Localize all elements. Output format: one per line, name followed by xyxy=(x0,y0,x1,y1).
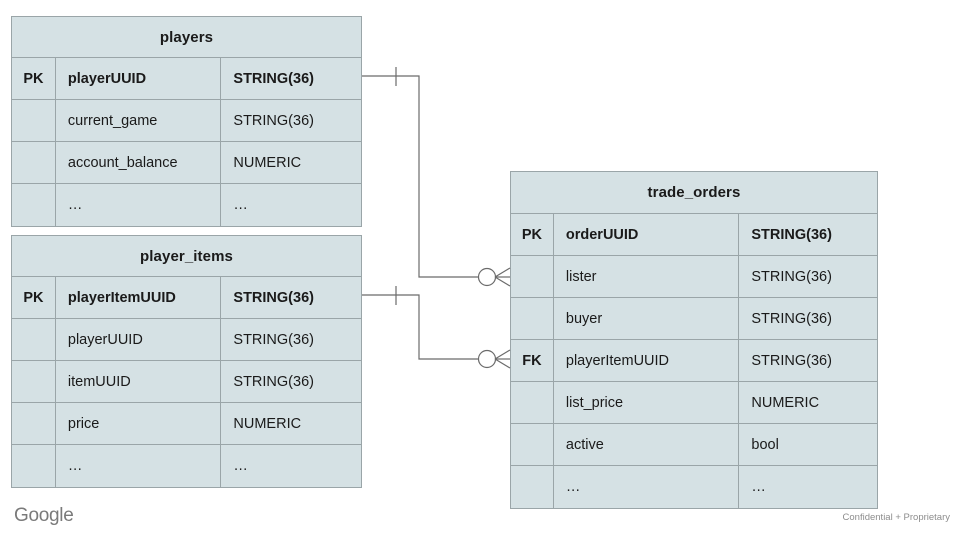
row-type: bool xyxy=(751,436,779,453)
table-row[interactable]: active bool xyxy=(511,424,877,466)
entity-players[interactable]: players PK playerUUID STRING(36) current… xyxy=(11,16,362,227)
table-row[interactable]: FK playerItemUUID STRING(36) xyxy=(511,340,877,382)
row-type: NUMERIC xyxy=(751,394,820,411)
entity-player-items-title: player_items xyxy=(12,236,361,277)
row-key: PK xyxy=(12,58,56,99)
entity-players-title: players xyxy=(12,17,361,58)
table-row[interactable]: list_price NUMERIC xyxy=(511,382,877,424)
row-key xyxy=(12,445,56,487)
row-name: lister xyxy=(554,256,740,297)
table-row[interactable]: itemUUID STRING(36) xyxy=(12,361,361,403)
table-row[interactable]: account_balance NUMERIC xyxy=(12,142,361,184)
row-name: account_balance xyxy=(56,142,222,183)
cardinality-many-crowsfoot xyxy=(494,267,511,287)
table-row[interactable]: price NUMERIC xyxy=(12,403,361,445)
entity-trade-orders-title: trade_orders xyxy=(511,172,877,214)
table-row[interactable]: PK playerUUID STRING(36) xyxy=(12,58,361,100)
row-key: PK xyxy=(511,214,554,255)
row-key xyxy=(511,382,554,423)
row-type: STRING(36) xyxy=(751,268,832,285)
row-name: … xyxy=(554,466,740,508)
row-key: PK xyxy=(12,277,56,318)
row-key: FK xyxy=(511,340,554,381)
table-row[interactable]: … … xyxy=(12,184,361,226)
row-key xyxy=(511,298,554,339)
row-name: … xyxy=(56,184,222,226)
row-type: STRING(36) xyxy=(751,352,832,369)
row-type: NUMERIC xyxy=(233,415,302,432)
table-row[interactable]: PK orderUUID STRING(36) xyxy=(511,214,877,256)
row-name: current_game xyxy=(56,100,222,141)
row-type: … xyxy=(233,458,248,474)
row-type: STRING(36) xyxy=(233,70,314,87)
relationship-player-items-trade-orders xyxy=(362,286,511,369)
row-type: STRING(36) xyxy=(751,226,832,243)
cardinality-zero-circle xyxy=(477,349,497,369)
row-name: orderUUID xyxy=(554,214,740,255)
row-key xyxy=(12,184,56,226)
row-name: price xyxy=(56,403,222,444)
table-row[interactable]: PK playerItemUUID STRING(36) xyxy=(12,277,361,319)
row-name: playerItemUUID xyxy=(554,340,740,381)
table-row[interactable]: current_game STRING(36) xyxy=(12,100,361,142)
row-type: … xyxy=(233,197,248,213)
cardinality-many-crowsfoot xyxy=(494,349,511,369)
table-row[interactable]: lister STRING(36) xyxy=(511,256,877,298)
row-name: … xyxy=(56,445,222,487)
row-key xyxy=(12,361,56,402)
row-key xyxy=(12,100,56,141)
table-row[interactable]: buyer STRING(36) xyxy=(511,298,877,340)
row-type: STRING(36) xyxy=(233,112,314,129)
row-name: playerUUID xyxy=(56,58,222,99)
row-key xyxy=(511,256,554,297)
row-key xyxy=(12,319,56,360)
row-type: NUMERIC xyxy=(233,154,302,171)
row-name: list_price xyxy=(554,382,740,423)
google-logo: Google xyxy=(14,505,74,526)
row-type: STRING(36) xyxy=(233,373,314,390)
table-row[interactable]: playerUUID STRING(36) xyxy=(12,319,361,361)
entity-player-items[interactable]: player_items PK playerItemUUID STRING(36… xyxy=(11,235,362,488)
row-type: STRING(36) xyxy=(751,310,832,327)
row-name: itemUUID xyxy=(56,361,222,402)
confidentiality-note: Confidential + Proprietary xyxy=(842,512,950,523)
row-type: STRING(36) xyxy=(233,331,314,348)
row-key xyxy=(511,466,554,508)
row-type: … xyxy=(751,479,766,495)
cardinality-zero-circle xyxy=(477,267,497,287)
row-key xyxy=(12,142,56,183)
row-key xyxy=(511,424,554,465)
row-name: playerItemUUID xyxy=(56,277,222,318)
row-name: active xyxy=(554,424,740,465)
table-row[interactable]: … … xyxy=(12,445,361,487)
row-name: buyer xyxy=(554,298,740,339)
row-name: playerUUID xyxy=(56,319,222,360)
table-row[interactable]: … … xyxy=(511,466,877,508)
row-type: STRING(36) xyxy=(233,289,314,306)
relationship-players-trade-orders xyxy=(362,67,511,287)
entity-trade-orders[interactable]: trade_orders PK orderUUID STRING(36) lis… xyxy=(510,171,878,509)
row-key xyxy=(12,403,56,444)
